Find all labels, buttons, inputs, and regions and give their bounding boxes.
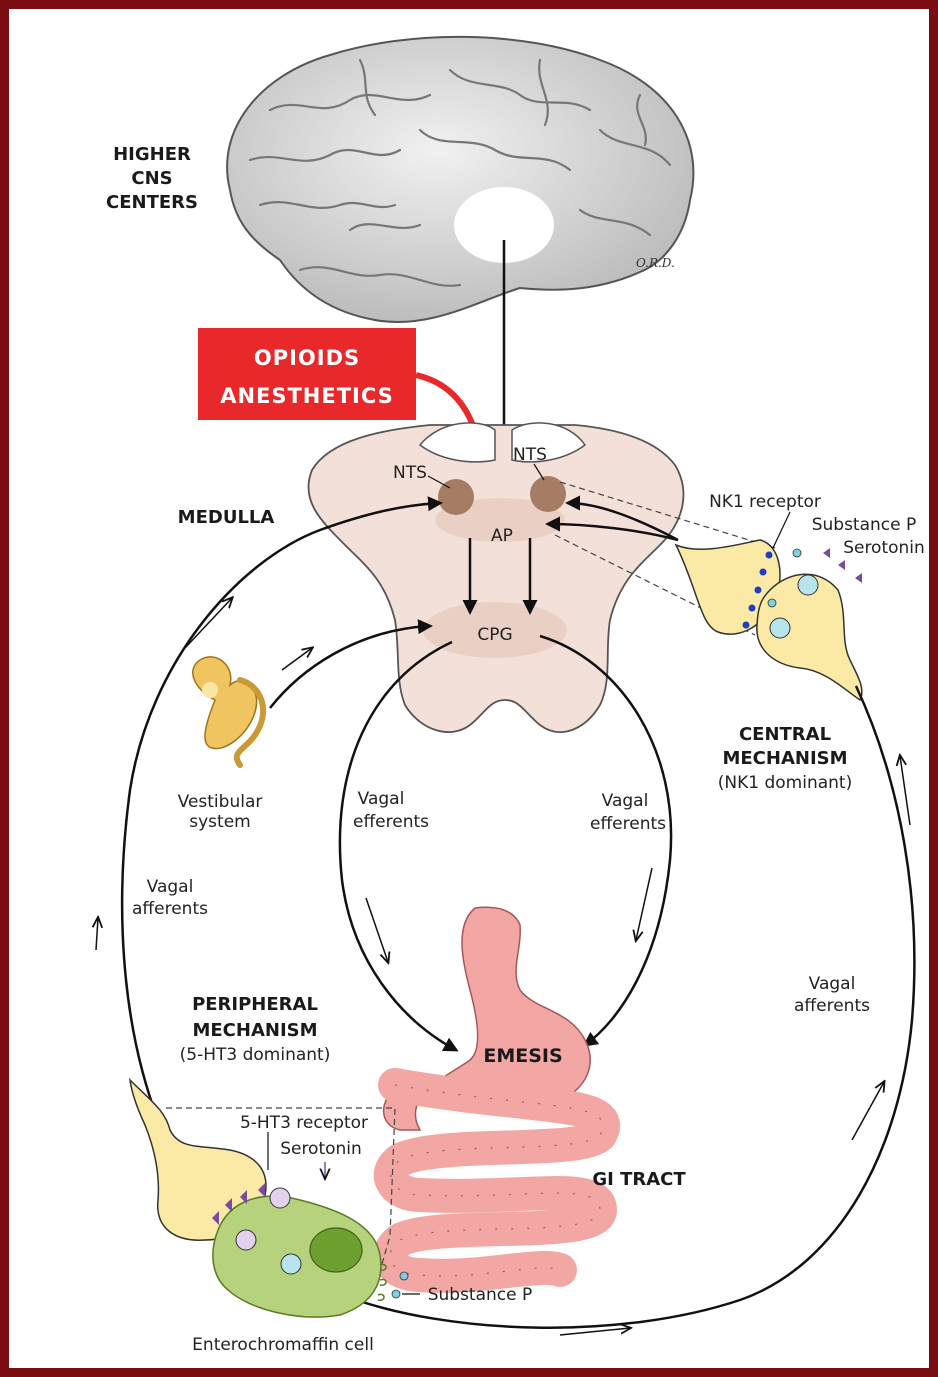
substance-p-granule-1 xyxy=(400,1272,408,1280)
drug-opioids: OPIOIDS xyxy=(254,346,360,370)
serotonin-bottom-label: Serotonin xyxy=(280,1139,362,1159)
medulla-label: MEDULLA xyxy=(178,507,275,528)
substance-p-bottom-label: Substance P xyxy=(428,1285,533,1305)
central-line3: (NK1 dominant) xyxy=(718,773,852,793)
higher-cns-line2: CNS xyxy=(131,168,172,189)
peripheral-line2: MECHANISM xyxy=(192,1020,317,1041)
vagal-efferents-left-line1: Vagal xyxy=(358,789,405,809)
peripheral-mechanism-label: PERIPHERAL MECHANISM (5-HT3 dominant) xyxy=(180,994,331,1065)
substance-p-granule-2 xyxy=(392,1290,400,1298)
emesis-label: EMESIS xyxy=(483,1045,562,1067)
vagal-afferents-left-line2: afferents xyxy=(132,899,208,919)
gi-tract-label: GI TRACT xyxy=(592,1169,686,1190)
right-afferent-direction-bottom xyxy=(560,1328,630,1335)
left-afferent-direction-lower xyxy=(96,918,98,950)
vagal-efferents-right-line2: efferents xyxy=(590,814,666,834)
peripheral-line1: PERIPHERAL xyxy=(192,994,318,1015)
vagal-afferents-right-line2: afferents xyxy=(794,996,870,1016)
nts-left-label: NTS xyxy=(393,463,427,483)
right-afferent-direction-top xyxy=(900,756,910,825)
artist-signature: O.R.D. xyxy=(636,256,675,270)
vagal-efferents-right-line1: Vagal xyxy=(602,791,649,811)
vestibular-organ xyxy=(193,657,263,765)
cpg-label: CPG xyxy=(477,625,512,645)
nk1-receptor-label: NK1 receptor xyxy=(709,492,821,512)
right-efferent-direction xyxy=(636,868,652,940)
serotonin-top-label: Serotonin xyxy=(843,538,925,558)
enterochromaffin-label: Enterochromaffin cell xyxy=(192,1335,374,1355)
stomach-gi-tract xyxy=(384,907,603,1276)
substance-p-top-label: Substance P xyxy=(812,515,917,535)
peripheral-line3: (5-HT3 dominant) xyxy=(180,1045,331,1065)
higher-cns-line1: HIGHER xyxy=(113,144,191,165)
medulla xyxy=(308,423,683,732)
nk1-pointer xyxy=(773,512,790,548)
drug-box: OPIOIDS ANESTHETICS xyxy=(198,328,416,420)
central-synapse xyxy=(676,540,862,700)
vagal-afferents-right-line1: Vagal xyxy=(809,974,856,994)
ht3-receptor-label: 5-HT3 receptor xyxy=(240,1113,368,1133)
vestibular-line1: Vestibular xyxy=(178,792,263,812)
vagal-afferents-left-line1: Vagal xyxy=(147,877,194,897)
central-mechanism-label: CENTRAL MECHANISM (NK1 dominant) xyxy=(718,724,852,793)
left-efferent-direction xyxy=(366,898,388,962)
vestibular-direction-arrow xyxy=(282,648,312,670)
drug-anesthetics: ANESTHETICS xyxy=(220,384,394,408)
central-line2: MECHANISM xyxy=(722,748,847,769)
brain: O.R.D. xyxy=(227,37,693,322)
nts-right-label: NTS xyxy=(513,445,547,465)
left-afferent-direction-upper xyxy=(185,598,232,648)
higher-cns-line3: CENTERS xyxy=(106,192,198,213)
central-line1: CENTRAL xyxy=(739,724,831,745)
ap-label: AP xyxy=(491,526,513,546)
vagal-efferents-left-line2: efferents xyxy=(353,812,429,832)
higher-cns-label: HIGHER CNS CENTERS xyxy=(106,144,198,213)
vestibular-line2: system xyxy=(189,812,250,832)
right-afferent-direction-middle xyxy=(852,1082,884,1140)
